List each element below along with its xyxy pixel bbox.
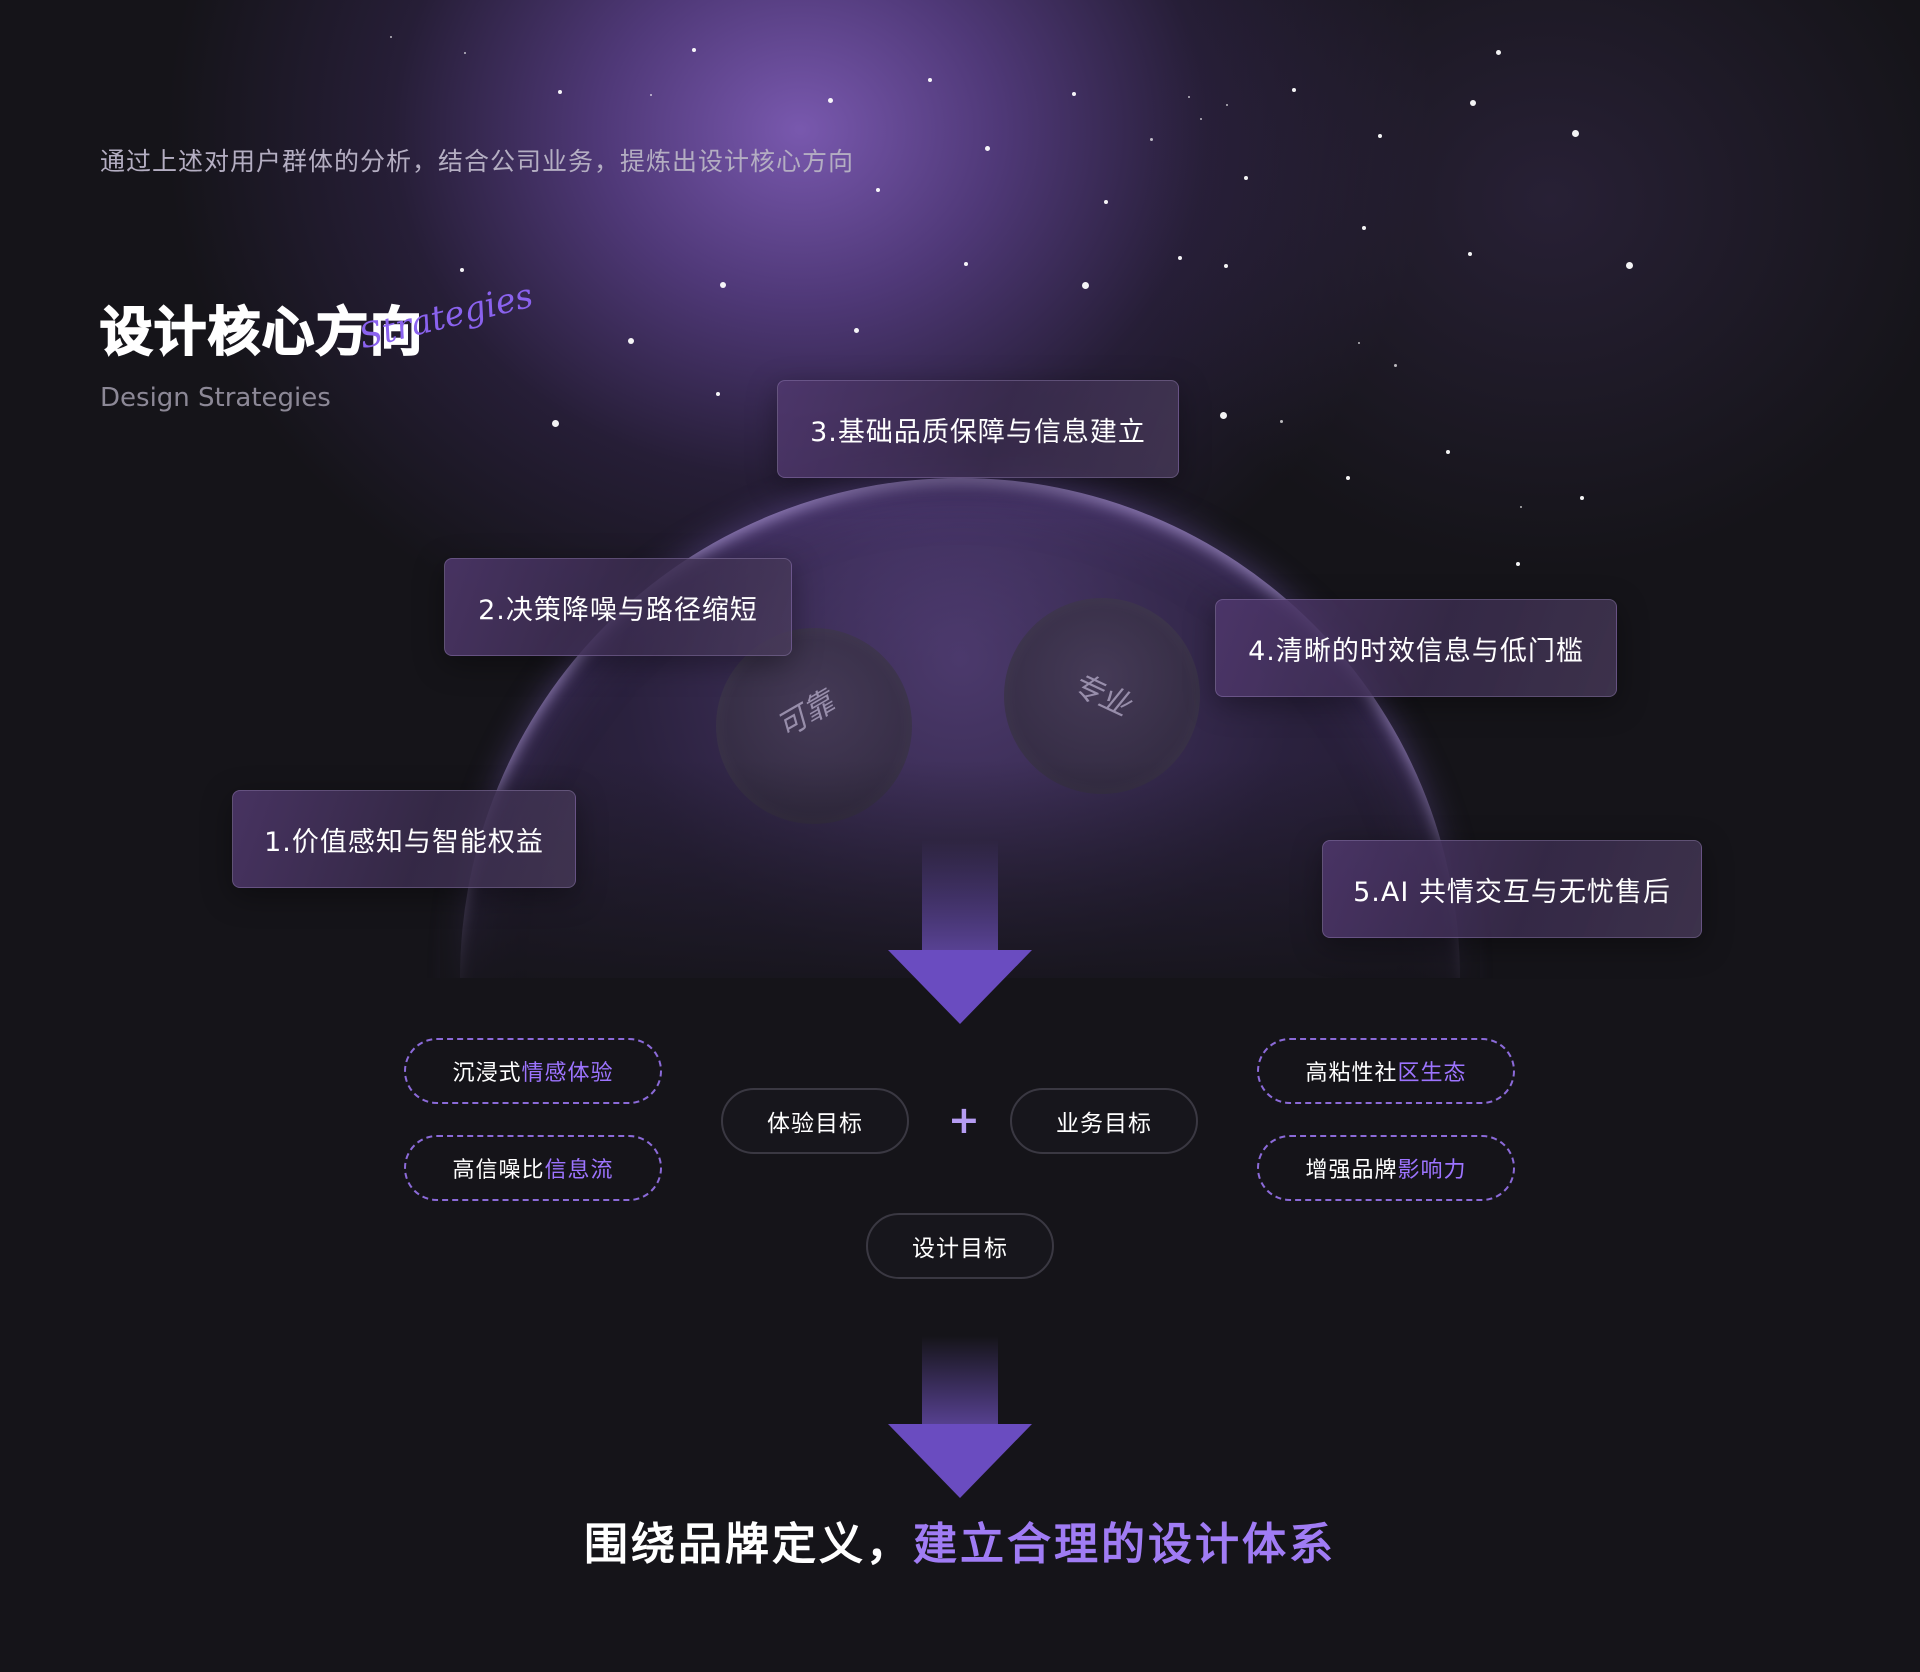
page-subtitle: Design Strategies bbox=[100, 383, 331, 413]
star bbox=[1150, 138, 1153, 141]
plus-sign: + bbox=[948, 1098, 980, 1142]
bubble-right-label: 专业 bbox=[1065, 666, 1136, 724]
star bbox=[1580, 496, 1584, 500]
star bbox=[1520, 506, 1522, 508]
star bbox=[1280, 420, 1283, 423]
star bbox=[1226, 104, 1228, 106]
star bbox=[390, 36, 392, 38]
experience-goal-pill: 体验目标 bbox=[721, 1088, 909, 1154]
star bbox=[1468, 252, 1472, 256]
arrow-stem-top bbox=[922, 840, 998, 952]
star bbox=[1072, 92, 1076, 96]
experience-goal-1-a: 沉浸式 bbox=[452, 1061, 522, 1086]
star bbox=[1188, 96, 1190, 98]
star bbox=[1626, 262, 1633, 269]
star bbox=[964, 262, 968, 266]
star bbox=[1362, 226, 1366, 230]
bubble-left-label: 可靠 bbox=[771, 684, 841, 746]
strategy-card-2: 2.决策降噪与路径缩短 bbox=[444, 558, 792, 656]
experience-goal-1: 沉浸式情感体验 bbox=[404, 1038, 662, 1104]
design-goal-pill: 设计目标 bbox=[866, 1213, 1054, 1279]
star bbox=[876, 188, 880, 192]
star bbox=[1394, 364, 1397, 367]
star bbox=[460, 268, 464, 272]
star bbox=[985, 146, 990, 151]
business-goal-2: 增强品牌影响力 bbox=[1257, 1135, 1515, 1201]
star bbox=[1358, 342, 1360, 344]
star bbox=[552, 420, 559, 427]
star bbox=[1104, 200, 1108, 204]
slogan: 围绕品牌定义，建立合理的设计体系 bbox=[0, 1508, 1920, 1572]
page-title: 设计核心方向 bbox=[99, 302, 425, 364]
star bbox=[1178, 256, 1182, 260]
experience-goal-2-b: 信息流 bbox=[544, 1158, 614, 1183]
strategy-card-5: 5.AI 共情交互与无忧售后 bbox=[1322, 840, 1702, 938]
intro-text: 通过上述对用户群体的分析，结合公司业务，提炼出设计核心方向 bbox=[100, 147, 855, 176]
slogan-purple: 建立合理的设计体系 bbox=[913, 1519, 1336, 1570]
strategy-card-3: 3.基础品质保障与信息建立 bbox=[777, 380, 1179, 478]
star bbox=[1224, 264, 1228, 268]
strategy-card-1: 1.价值感知与智能权益 bbox=[232, 790, 576, 888]
star bbox=[1346, 476, 1350, 480]
business-goal-pill: 业务目标 bbox=[1010, 1088, 1198, 1154]
star bbox=[464, 52, 466, 54]
star bbox=[1496, 50, 1501, 55]
experience-goal-2: 高信噪比信息流 bbox=[404, 1135, 662, 1201]
business-goal-1-b: 区生态 bbox=[1397, 1061, 1467, 1086]
star bbox=[558, 90, 562, 94]
business-goal-1: 高粘性社区生态 bbox=[1257, 1038, 1515, 1104]
star bbox=[1200, 118, 1202, 120]
experience-goal-2-a: 高信噪比 bbox=[452, 1158, 545, 1183]
star bbox=[720, 282, 726, 288]
arrow-head-bottom bbox=[888, 1424, 1032, 1498]
strategy-card-4: 4.清晰的时效信息与低门槛 bbox=[1215, 599, 1617, 697]
star bbox=[716, 392, 720, 396]
star bbox=[1446, 450, 1450, 454]
arrow-head-top bbox=[888, 950, 1032, 1024]
star bbox=[1082, 282, 1089, 289]
star bbox=[1244, 176, 1248, 180]
star bbox=[854, 328, 859, 333]
dome-area: 可靠 专业 bbox=[440, 478, 1480, 978]
slogan-white: 围绕品牌定义， bbox=[584, 1519, 913, 1570]
star bbox=[650, 94, 652, 96]
star bbox=[1220, 412, 1227, 419]
star bbox=[692, 48, 696, 52]
star bbox=[1516, 562, 1520, 566]
business-goal-1-a: 高粘性社 bbox=[1305, 1061, 1398, 1086]
star bbox=[1378, 134, 1382, 138]
arrow-stem-bottom bbox=[922, 1336, 998, 1426]
star bbox=[1292, 88, 1296, 92]
star bbox=[1470, 100, 1476, 106]
star bbox=[928, 78, 932, 82]
business-goal-2-a: 增强品牌 bbox=[1305, 1158, 1398, 1183]
star bbox=[1572, 130, 1579, 137]
business-goal-2-b: 影响力 bbox=[1397, 1158, 1467, 1183]
star bbox=[628, 338, 634, 344]
experience-goal-1-b: 情感体验 bbox=[521, 1061, 614, 1086]
star bbox=[828, 98, 833, 103]
